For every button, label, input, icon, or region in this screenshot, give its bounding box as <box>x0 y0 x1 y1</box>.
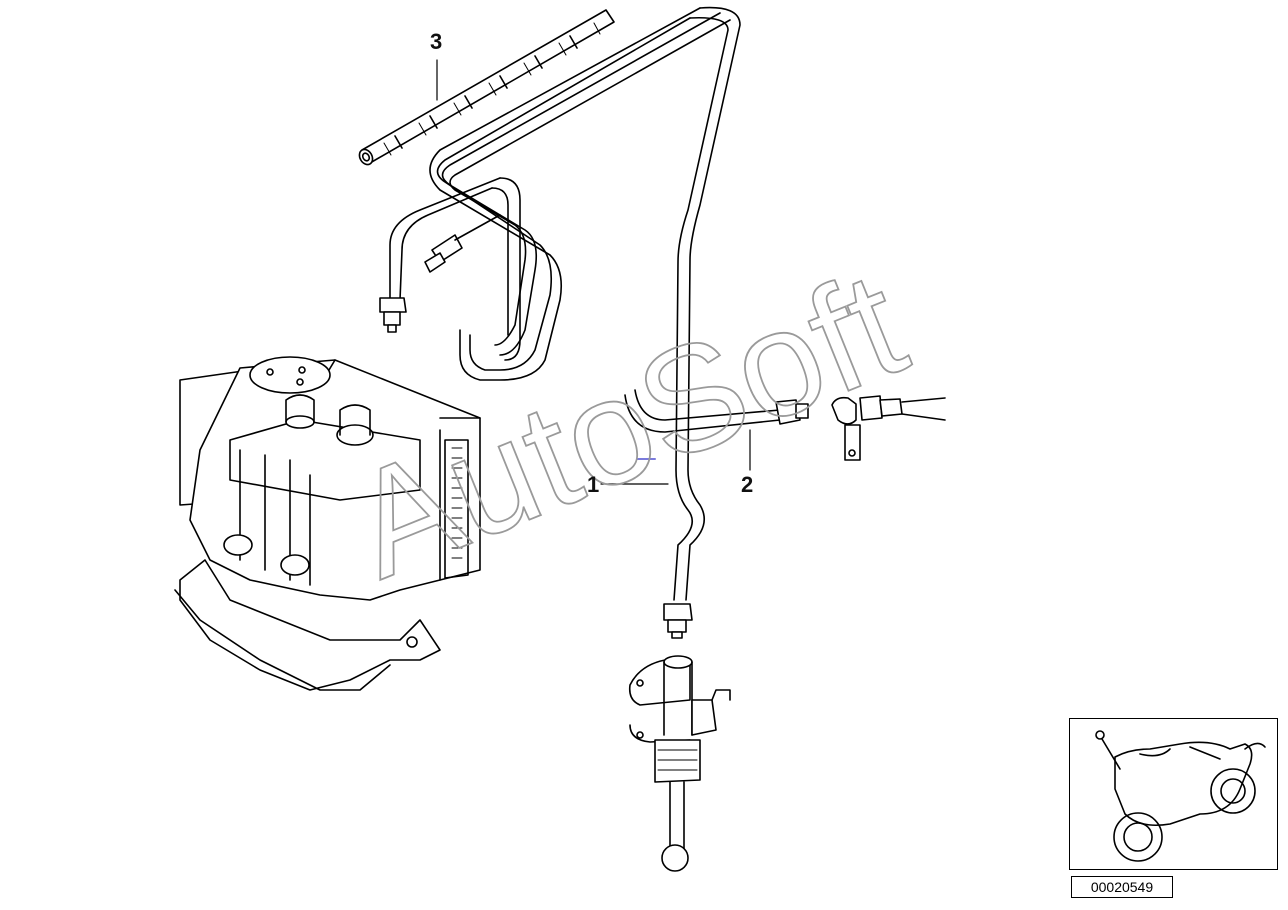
abs-hydraulic-unit-icon <box>174 356 481 691</box>
brake-pipe-icon <box>379 6 741 601</box>
protective-hose-icon <box>358 9 615 166</box>
master-cylinder-icon <box>628 655 731 872</box>
callout-part-2: 2 <box>741 472 754 497</box>
callout-part-3: 3 <box>430 29 443 54</box>
motorcycle-thumbnail-icon <box>1095 730 1266 862</box>
document-id: 00020549 <box>1071 876 1173 898</box>
motorcycle-thumbnail <box>1069 718 1278 870</box>
callout-part-1: 1 <box>587 472 600 497</box>
brake-pipe-lower-fitting-icon <box>663 603 693 639</box>
brake-line-connector-icon <box>624 389 946 461</box>
